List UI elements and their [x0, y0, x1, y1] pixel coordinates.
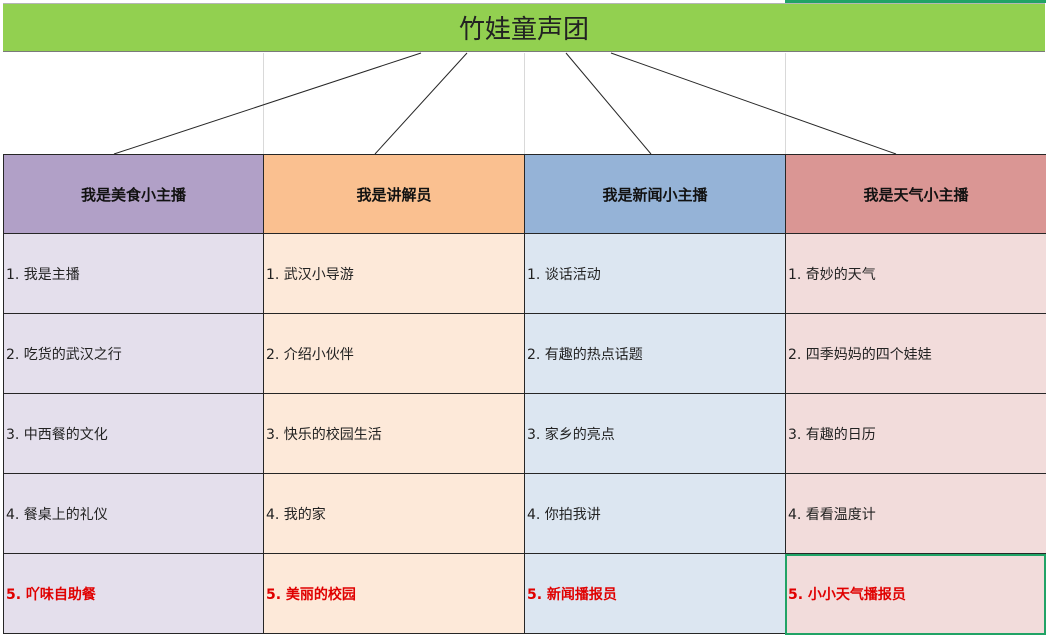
item-cell[interactable]: 2. 吃货的武汉之行 — [3, 314, 264, 394]
item-cell[interactable]: 1. 谈话活动 — [525, 234, 786, 314]
page-title: 竹娃童声团 — [458, 15, 589, 45]
item-cell[interactable]: 1. 奇妙的天气 — [786, 234, 1046, 314]
header-label: 我是讲解员 — [356, 185, 432, 204]
item-cell-highlight[interactable]: 5. 新闻播报员 — [525, 554, 786, 634]
header-label: 我是天气小主播 — [863, 185, 969, 204]
column-food-anchor: 我是美食小主播 1. 我是主播 2. 吃货的武汉之行 3. 中西餐的文化 4. … — [3, 154, 264, 635]
item-cell-highlight[interactable]: 5. 吖味自助餐 — [3, 554, 264, 634]
header-cell[interactable]: 我是天气小主播 — [786, 154, 1046, 234]
item-cell-highlight[interactable]: 5. 美丽的校园 — [264, 554, 525, 634]
item-cell[interactable]: 2. 介绍小伙伴 — [264, 314, 525, 394]
item-cell[interactable]: 4. 我的家 — [264, 474, 525, 554]
grid-line — [524, 53, 525, 154]
title-cell[interactable]: 竹娃童声团 — [3, 3, 1045, 52]
item-cell[interactable]: 2. 有趣的热点话题 — [525, 314, 786, 394]
item-label: 1. 我是主播 — [6, 266, 80, 283]
item-label: 5. 小小天气播报员 — [788, 586, 906, 603]
item-label: 5. 新闻播报员 — [527, 586, 617, 603]
item-cell[interactable]: 3. 快乐的校园生活 — [264, 394, 525, 474]
header-label: 我是美食小主播 — [80, 185, 186, 204]
item-label: 1. 武汉小导游 — [266, 266, 354, 283]
item-cell[interactable]: 1. 我是主播 — [3, 234, 264, 314]
item-label: 2. 有趣的热点话题 — [527, 346, 643, 363]
item-label: 3. 快乐的校园生活 — [266, 426, 382, 443]
connector-line-2 — [374, 52, 468, 155]
item-label: 2. 吃货的武汉之行 — [6, 346, 122, 363]
item-label: 3. 家乡的亮点 — [527, 426, 615, 443]
column-guide: 我是讲解员 1. 武汉小导游 2. 介绍小伙伴 3. 快乐的校园生活 4. 我的… — [264, 154, 525, 635]
selection-edge — [785, 0, 1046, 3]
item-label: 3. 有趣的日历 — [788, 426, 876, 443]
item-label: 3. 中西餐的文化 — [6, 426, 108, 443]
header-cell[interactable]: 我是美食小主播 — [3, 154, 264, 234]
connector-line-4 — [610, 52, 897, 155]
item-cell[interactable]: 1. 武汉小导游 — [264, 234, 525, 314]
item-cell[interactable]: 4. 你拍我讲 — [525, 474, 786, 554]
connector-line-3 — [565, 52, 652, 155]
item-cell[interactable]: 4. 看看温度计 — [786, 474, 1046, 554]
item-cell[interactable]: 3. 中西餐的文化 — [3, 394, 264, 474]
grid-line — [263, 53, 264, 154]
item-label: 4. 你拍我讲 — [527, 506, 601, 523]
item-cell-highlight[interactable]: 5. 小小天气播报员 — [786, 554, 1046, 634]
item-label: 4. 看看温度计 — [788, 506, 876, 523]
item-cell[interactable]: 2. 四季妈妈的四个娃娃 — [786, 314, 1046, 394]
item-label: 2. 介绍小伙伴 — [266, 346, 354, 363]
item-label: 1. 奇妙的天气 — [788, 266, 876, 283]
grid-line — [785, 53, 786, 154]
column-weather-anchor: 我是天气小主播 1. 奇妙的天气 2. 四季妈妈的四个娃娃 3. 有趣的日历 4… — [786, 154, 1046, 635]
item-label: 5. 吖味自助餐 — [6, 586, 96, 603]
header-label: 我是新闻小主播 — [602, 185, 708, 204]
item-cell[interactable]: 3. 家乡的亮点 — [525, 394, 786, 474]
item-cell[interactable]: 3. 有趣的日历 — [786, 394, 1046, 474]
column-news-anchor: 我是新闻小主播 1. 谈话活动 2. 有趣的热点话题 3. 家乡的亮点 4. 你… — [525, 154, 786, 635]
item-label: 4. 我的家 — [266, 506, 326, 523]
item-label: 4. 餐桌上的礼仪 — [6, 506, 108, 523]
item-cell[interactable]: 4. 餐桌上的礼仪 — [3, 474, 264, 554]
item-label: 2. 四季妈妈的四个娃娃 — [788, 346, 932, 363]
item-label: 5. 美丽的校园 — [266, 586, 356, 603]
item-label: 1. 谈话活动 — [527, 266, 601, 283]
header-cell[interactable]: 我是新闻小主播 — [525, 154, 786, 234]
connector-line-1 — [113, 52, 422, 155]
header-cell[interactable]: 我是讲解员 — [264, 154, 525, 234]
